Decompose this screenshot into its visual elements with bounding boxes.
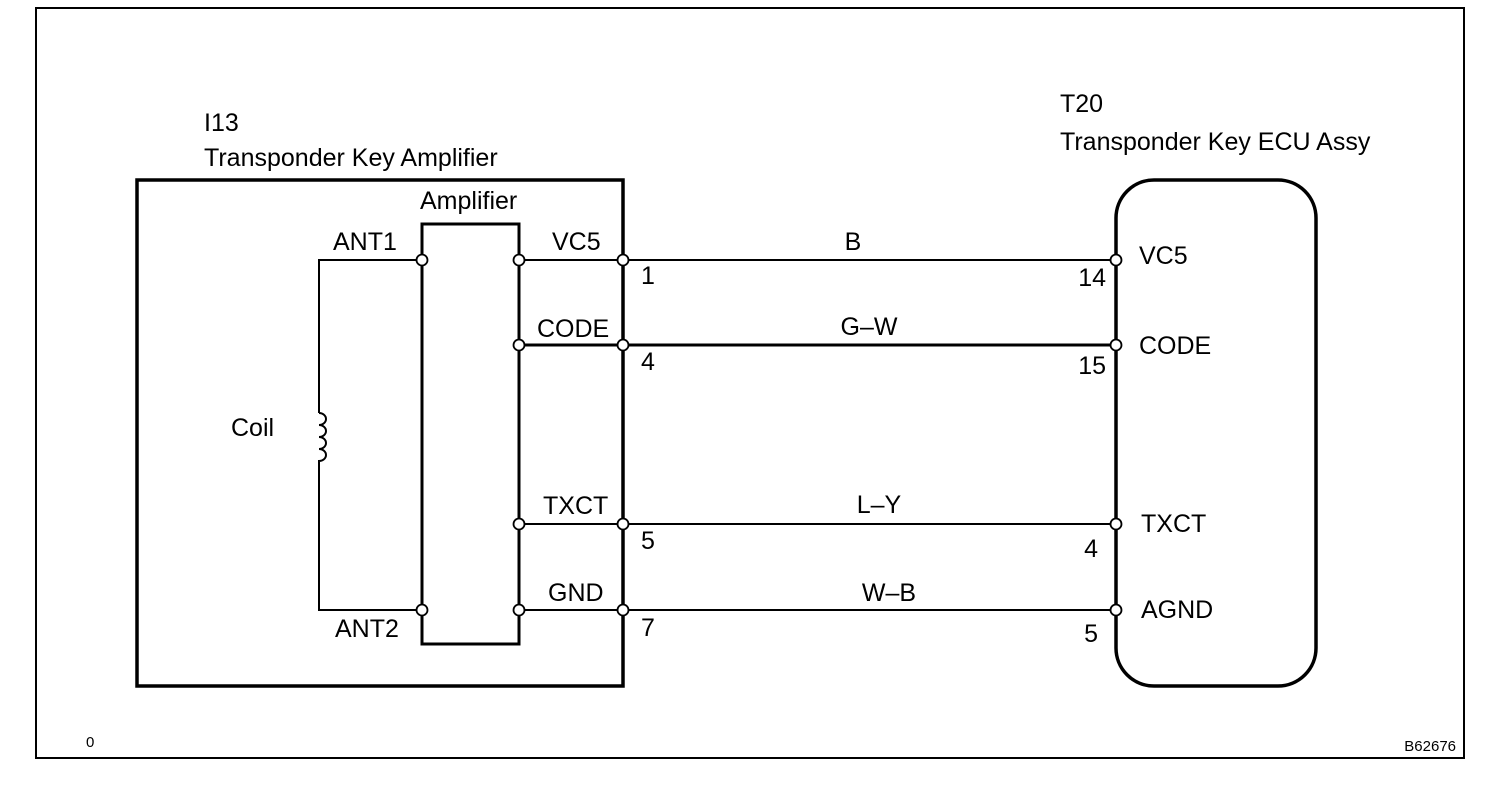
wire-txct-left-pin: 5 [641, 527, 655, 555]
amp-txct-terminal [512, 517, 526, 531]
wire-vc5-color: B [845, 228, 862, 256]
left-component-name: Transponder Key Amplifier [204, 144, 498, 172]
wire-txct-right-pin: 4 [1084, 535, 1098, 563]
ant2-terminal [415, 603, 429, 617]
ant1-terminal [415, 253, 429, 267]
t20-pin-14 [1109, 253, 1123, 267]
wire-gnd-left-pin: 7 [641, 614, 655, 642]
ecu-housing [1114, 178, 1318, 688]
wire-code-left-terminal: CODE [537, 315, 609, 343]
amp-gnd-terminal [512, 603, 526, 617]
amplifier-housing [135, 178, 625, 688]
wire-code-left-pin: 4 [641, 348, 655, 376]
amp-vc5-terminal [512, 253, 526, 267]
coil-wire-top [318, 259, 421, 413]
i13-pin-7 [616, 603, 630, 617]
wire-gnd-color: W–B [862, 579, 916, 607]
coil-symbol [318, 412, 421, 611]
i13-pin-5 [616, 517, 630, 531]
left-component-id: I13 [204, 109, 239, 137]
wire-txct-left-terminal: TXCT [543, 492, 608, 520]
wire-txct-color: L–Y [857, 491, 902, 519]
i13-pin-1 [616, 253, 630, 267]
i13-pin-4 [616, 338, 630, 352]
wire-gnd-left-terminal: GND [548, 579, 604, 607]
corner-mark: 0 [86, 734, 94, 751]
right-component-name: Transponder Key ECU Assy [1060, 128, 1371, 156]
t20-pin-15 [1109, 338, 1123, 352]
wire-vc5-right-pin: 14 [1078, 264, 1106, 292]
wire-txct-right-terminal: TXCT [1141, 510, 1206, 538]
ant2-label: ANT2 [335, 615, 399, 643]
wire-gnd-right-terminal: AGND [1141, 596, 1213, 624]
wire-vc5-left-pin: 1 [641, 262, 655, 290]
diagram-frame [35, 7, 1465, 759]
figure-code: B62676 [1404, 738, 1456, 755]
wire-code-color: G–W [841, 313, 898, 341]
t20-pin-5 [1109, 603, 1123, 617]
ant1-label: ANT1 [333, 228, 397, 256]
amplifier-block-label: Amplifier [420, 187, 517, 215]
wire-vc5-right-terminal: VC5 [1139, 242, 1188, 270]
amplifier-block [420, 222, 521, 646]
wire-vc5-left-terminal: VC5 [552, 228, 601, 256]
wire-code-right-pin: 15 [1078, 352, 1106, 380]
amp-code-terminal [512, 338, 526, 352]
coil-label: Coil [231, 414, 274, 442]
t20-pin-4 [1109, 517, 1123, 531]
wire-gnd-right-pin: 5 [1084, 620, 1098, 648]
wire-code-right-terminal: CODE [1139, 332, 1211, 360]
right-component-id: T20 [1060, 90, 1103, 118]
